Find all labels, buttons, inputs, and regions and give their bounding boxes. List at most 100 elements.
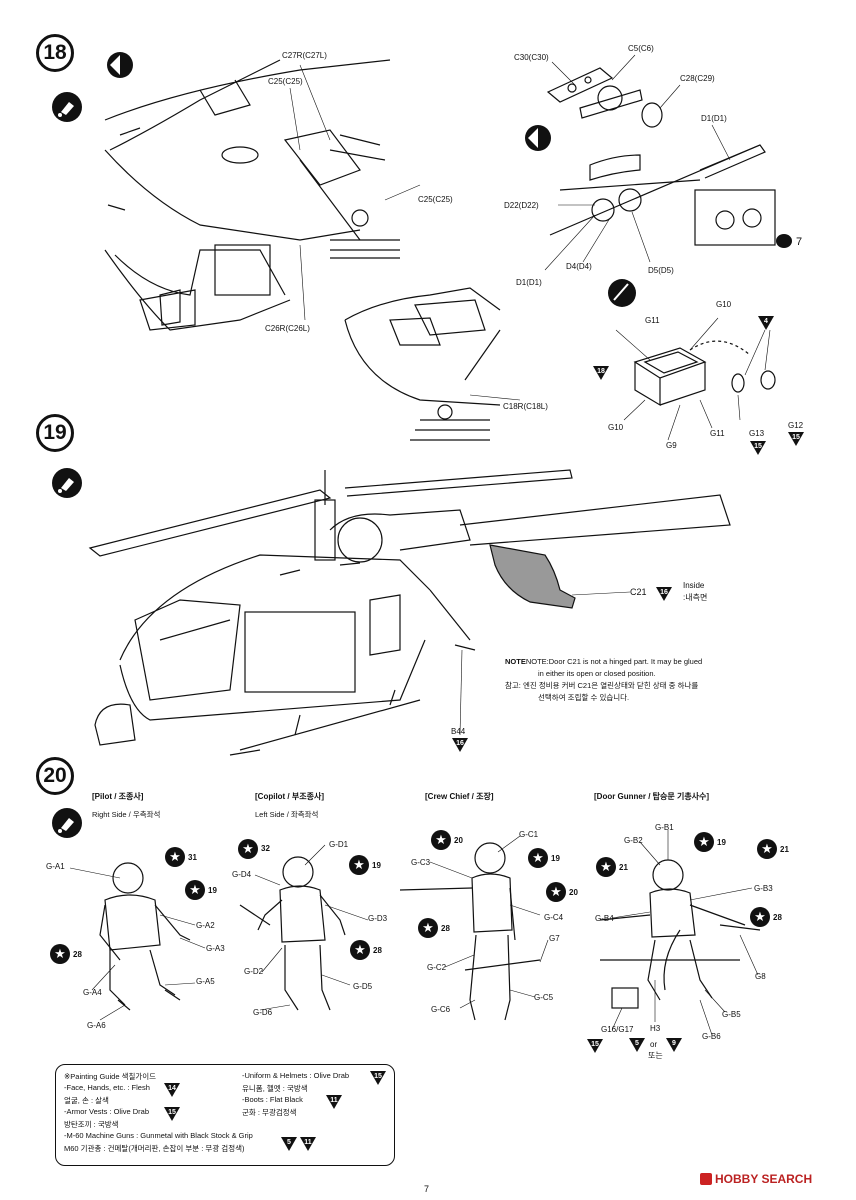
decal-number-28: 28 <box>373 946 382 955</box>
label-g-c5: G-C5 <box>534 993 554 1002</box>
decal-star-icon: ★ <box>238 839 258 859</box>
decal-star-icon: ★ <box>596 857 616 877</box>
label-g16-g17: G16/G17 <box>601 1025 634 1034</box>
label-g-b5: G-B5 <box>722 1010 741 1019</box>
label-inside-kr: :내측면 <box>683 593 708 602</box>
decal-number-20b: 20 <box>569 888 578 897</box>
step18-ammo-box-drawing <box>633 340 776 407</box>
label-g-c6: G-C6 <box>431 1005 451 1014</box>
figure-title-door-gunner: [Door Gunner / 탑승문 기총사수] <box>594 792 710 801</box>
label-d1-bottom: D1(D1) <box>516 278 542 287</box>
label-g10-top: G10 <box>716 300 732 309</box>
step19-note-en-2: in either its open or closed position. <box>538 669 656 678</box>
step19-note-kr-2: 선택하여 조립할 수 있습니다. <box>538 693 630 702</box>
guide-line-uniform: -Uniform & Helmets : Olive Drab <box>242 1071 350 1080</box>
step-18-number: 18 <box>36 34 74 72</box>
label-h3: H3 <box>650 1024 661 1033</box>
step19-helicopter-drawing <box>88 469 731 756</box>
label-c18r: C18R(C18L) <box>503 402 548 411</box>
label-c5: C5(C6) <box>628 44 654 53</box>
guide-line-boots-kr: 군화 : 무광검정색 <box>242 1108 297 1117</box>
decal-number-19: 19 <box>208 886 217 895</box>
label-g-d2: G-D2 <box>244 967 264 976</box>
label-g-c3: G-C3 <box>411 858 431 867</box>
decal-star-icon: ★ <box>750 907 770 927</box>
glue-tool-icon <box>52 808 82 838</box>
label-g-d6: G-D6 <box>253 1008 273 1017</box>
label-g-a3: G-A3 <box>206 944 225 953</box>
glue-tool-icon <box>52 92 82 122</box>
decal-number-21: 21 <box>619 863 628 872</box>
label-g8: G8 <box>755 972 766 981</box>
label-g13: G13 <box>749 429 765 438</box>
label-g9: G9 <box>666 441 677 450</box>
label-c30: C30(C30) <box>514 53 549 62</box>
decal-number-21b: 21 <box>780 845 789 854</box>
label-seven: 7 <box>796 236 803 248</box>
label-b44: B44 <box>451 727 466 736</box>
guide-line-flesh-kr: 얼굴, 손 : 살색 <box>64 1096 109 1105</box>
step18-inset-drawing <box>344 287 501 441</box>
label-g-d4: G-D4 <box>232 870 252 879</box>
decal-star-icon: ★ <box>50 944 70 964</box>
label-d4: D4(D4) <box>566 262 592 271</box>
guide-line-uniform-kr: 유니폼, 헬멧 : 국방색 <box>242 1084 308 1093</box>
decal-star-icon: ★ <box>694 832 714 852</box>
step-19-number: 19 <box>36 414 74 452</box>
label-g-b4: G-B4 <box>595 914 614 923</box>
guide-line-vest-kr: 방탄조끼 : 국방색 <box>64 1120 119 1129</box>
label-g-b2: G-B2 <box>624 836 643 845</box>
watermark-logo: HOBBY SEARCH <box>700 1172 812 1186</box>
label-g-d5: G-D5 <box>353 982 373 991</box>
decal-number-32: 32 <box>261 844 270 853</box>
decal-star-icon: ★ <box>546 882 566 902</box>
paint-badge-14: 14 <box>164 1083 180 1097</box>
paint-badge-15: 15 <box>370 1071 386 1085</box>
label-c27r: C27R(C27L) <box>282 51 327 60</box>
guide-line-boots: -Boots : Flat Black <box>242 1095 303 1104</box>
label-g-a6: G-A6 <box>87 1021 106 1030</box>
decal-number-28: 28 <box>441 924 450 933</box>
step18-helicopter-cockpit-drawing <box>104 59 400 331</box>
label-g-d3: G-D3 <box>368 914 388 923</box>
label-g7: G7 <box>549 934 560 943</box>
label-g-c4: G-C4 <box>544 913 564 922</box>
glue-tool-icon <box>52 468 82 498</box>
label-or-kr: 또는 <box>648 1051 663 1060</box>
decal-star-icon: ★ <box>528 848 548 868</box>
rotate-direction-icons <box>107 52 636 307</box>
decal-number-28: 28 <box>773 913 782 922</box>
label-inside-en: Inside <box>683 581 705 590</box>
decal-star-icon: ★ <box>350 940 370 960</box>
guide-line-m60-kr: M60 기관총 : 건메탈(개머리판, 손잡이 부분 : 무광 검정색) <box>64 1144 245 1153</box>
label-g-a1: G-A1 <box>46 862 65 871</box>
decal-number-20: 20 <box>454 836 463 845</box>
paint-badge-15: 15 <box>164 1107 180 1121</box>
label-d22: D22(D22) <box>504 201 539 210</box>
decal-star-icon: ★ <box>185 880 205 900</box>
watermark-icon <box>700 1173 712 1185</box>
label-c25-right: C25(C25) <box>418 195 453 204</box>
label-c28: C28(C29) <box>680 74 715 83</box>
label-c26r: C26R(C26L) <box>265 324 310 333</box>
label-d5: D5(D5) <box>648 266 674 275</box>
guide-line-flesh: -Face, Hands, etc. : Flesh <box>64 1083 150 1092</box>
decal-number-19: 19 <box>372 861 381 870</box>
step20-crew-chief-figure-drawing <box>399 842 541 1021</box>
decal-star-icon: ★ <box>757 839 777 859</box>
decal-number-19: 19 <box>717 838 726 847</box>
label-c25-top: C25(C25) <box>268 77 303 86</box>
decal-star-icon: ★ <box>431 830 451 850</box>
label-g11-top: G11 <box>645 316 660 325</box>
leader-lines <box>289 54 771 736</box>
guide-line-vest: -Armor Vests : Olive Drab <box>64 1107 150 1116</box>
label-g12: G12 <box>788 421 804 430</box>
page-number: 7 <box>424 1184 430 1194</box>
figure-title-pilot: [Pilot / 조종사] <box>92 792 144 801</box>
step19-note-kr-1: 참고: 엔진 정비용 커버 C21은 열린상태와 닫힌 상태 중 하나를 <box>505 681 699 690</box>
decal-star-icon: ★ <box>165 847 185 867</box>
label-g-c1: G-C1 <box>519 830 539 839</box>
step20-door-gunner-figure-drawing <box>599 859 761 1009</box>
label-c21: C21 <box>630 587 647 597</box>
decal-star-icon: ★ <box>418 918 438 938</box>
